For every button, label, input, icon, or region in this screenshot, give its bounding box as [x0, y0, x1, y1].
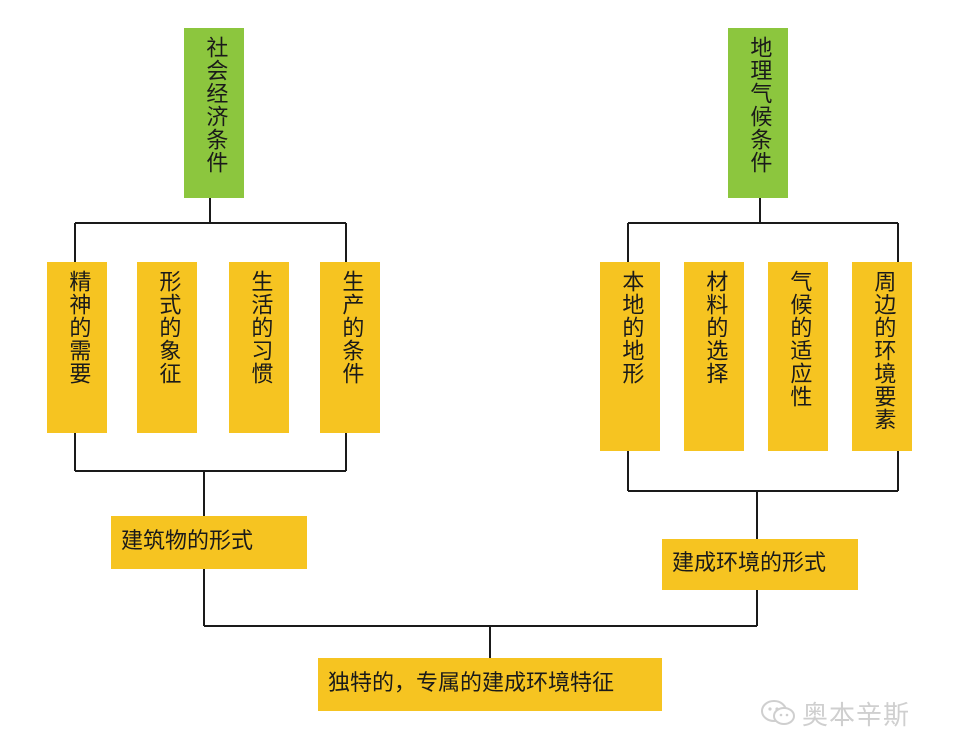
factor-surrounding-environment: 周边的环境要素	[852, 262, 912, 451]
wechat-icon	[761, 700, 795, 725]
factor-climate-adaptability: 气候的适应性	[768, 262, 828, 451]
social-economic-conditions-box: 社会经济条件	[184, 28, 244, 198]
factor-label: 气候的适应性	[786, 270, 812, 408]
unique-environment-feature-label: 独特的，专属的建成环境特征	[328, 671, 615, 697]
built-environment-form-box: 建成环境的形式	[662, 539, 858, 590]
geographic-climate-conditions-label: 地理气候条件	[746, 36, 772, 174]
factor-local-terrain: 本地的地形	[600, 262, 660, 451]
factor-spiritual-needs: 精神的需要	[47, 262, 107, 433]
built-environment-form-label: 建成环境的形式	[672, 551, 827, 577]
factor-form-symbolism: 形式的象征	[137, 262, 197, 433]
factor-label: 精神的需要	[65, 270, 91, 385]
factor-production-conditions: 生产的条件	[320, 262, 380, 433]
geographic-climate-conditions-box: 地理气候条件	[728, 28, 788, 198]
building-form-box: 建筑物的形式	[111, 516, 307, 569]
social-economic-conditions-label: 社会经济条件	[202, 36, 228, 174]
watermark: 奥本辛斯	[760, 696, 911, 731]
factor-label: 周边的环境要素	[870, 270, 896, 431]
unique-environment-feature-box: 独特的，专属的建成环境特征	[318, 658, 662, 711]
factor-material-selection: 材料的选择	[684, 262, 744, 451]
factor-label: 本地的地形	[618, 270, 644, 385]
factor-label: 生活的习惯	[247, 270, 273, 385]
factor-living-habits: 生活的习惯	[229, 262, 289, 433]
factor-label: 材料的选择	[702, 270, 728, 385]
factor-label: 形式的象征	[155, 270, 181, 385]
building-form-label: 建筑物的形式	[121, 529, 254, 555]
factor-label: 生产的条件	[338, 270, 364, 385]
watermark-text: 奥本辛斯	[802, 700, 911, 731]
